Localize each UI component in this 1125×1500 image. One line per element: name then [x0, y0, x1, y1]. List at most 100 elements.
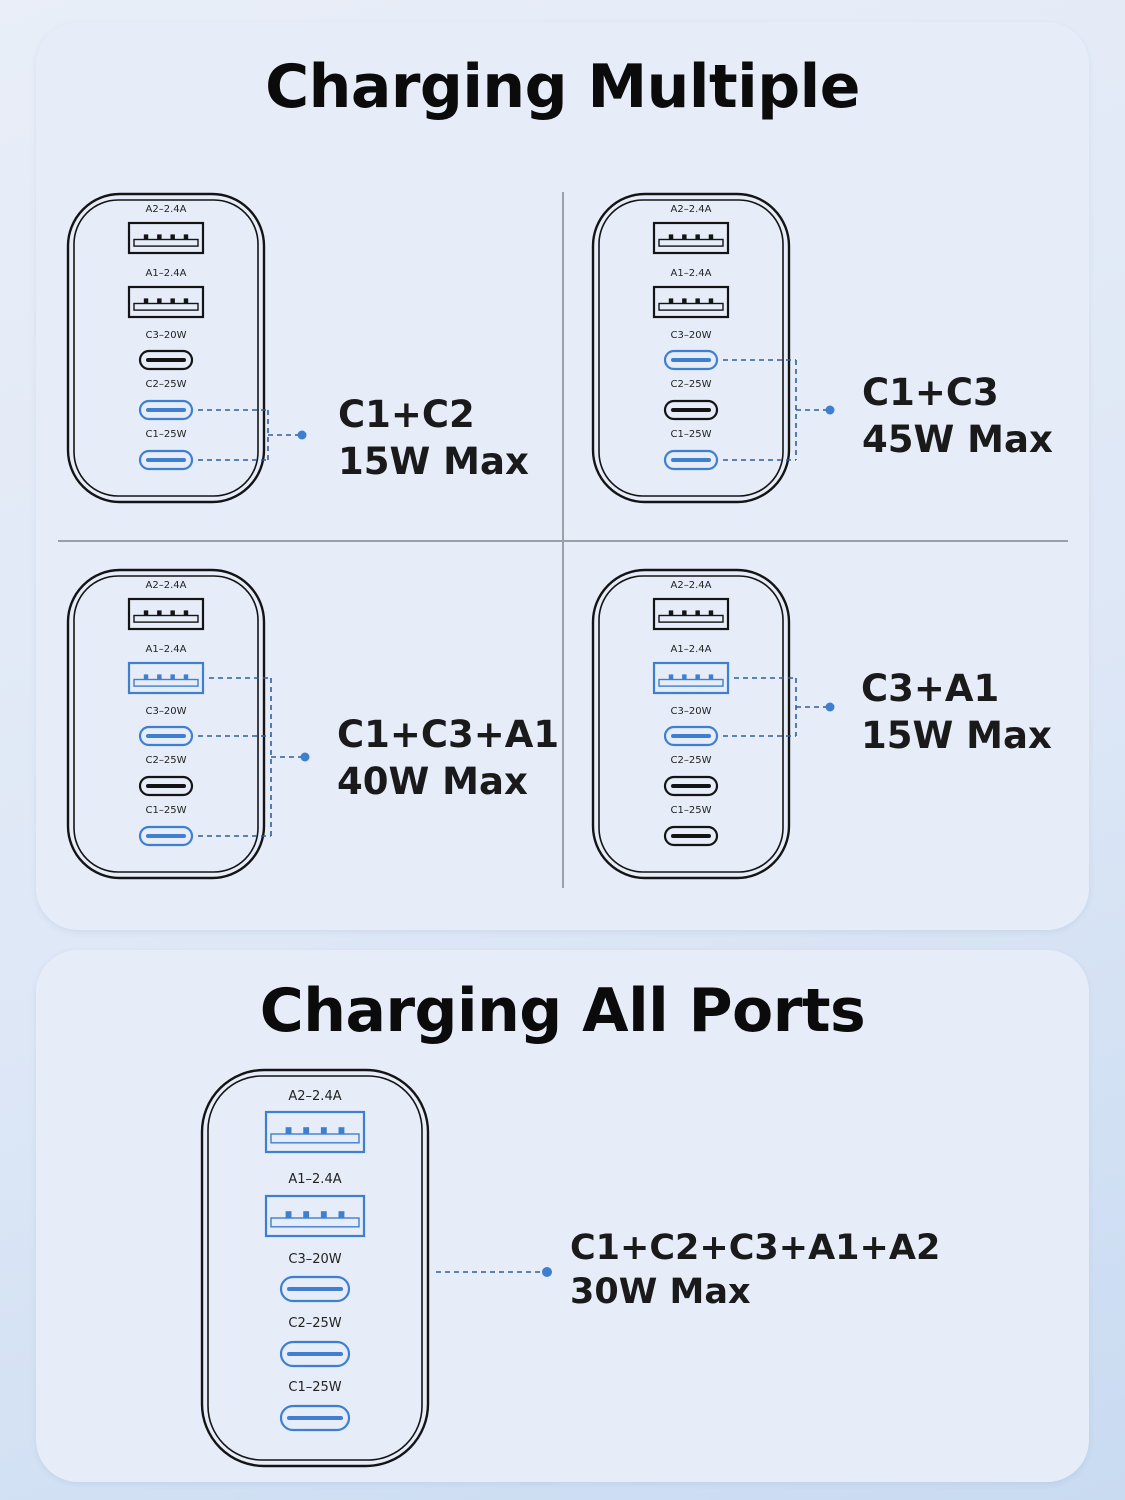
combo-ports: C1+C3 — [862, 371, 999, 414]
usb-c-tongue — [146, 408, 186, 412]
usb-a-tongue — [270, 1217, 360, 1228]
connector-dot — [300, 752, 310, 762]
usb-c-tongue — [671, 358, 711, 362]
combo-ports: C3+A1 — [861, 667, 1000, 710]
usb-a-port-icon — [264, 1194, 366, 1238]
section-title-multiple: Charging Multiple — [265, 52, 860, 122]
usb-c-tongue — [287, 1416, 343, 1420]
usb-c-port-icon — [279, 1340, 351, 1368]
port-label: C2–25W — [288, 1316, 341, 1331]
charger-outer-outline — [591, 192, 791, 504]
charger-inner-outline — [598, 199, 784, 497]
combo-caption-c1-c3-a1: C1+C3+A1 40W Max — [337, 712, 559, 806]
usb-a-port-icon — [652, 597, 730, 631]
usb-a-pin — [695, 610, 700, 616]
usb-a-pin — [708, 234, 714, 240]
combo-ports: C1+C3+A1 — [337, 713, 560, 756]
port-label: C1–25W — [146, 805, 187, 816]
combo-max-power: 45W Max — [862, 417, 1053, 461]
usb-a-pin — [682, 234, 687, 240]
usb-c-port-icon — [279, 1404, 351, 1432]
connector-dot — [825, 702, 835, 712]
port-label: C1–25W — [288, 1380, 341, 1395]
usb-a-pin — [143, 234, 149, 240]
port-label: C2–25W — [146, 755, 187, 766]
combo-caption-c3-a1: C3+A1 15W Max — [861, 666, 1052, 760]
port-label: A2–2.4A — [288, 1089, 341, 1104]
horizontal-divider — [58, 540, 1068, 542]
usb-a-pin — [143, 298, 149, 304]
usb-a-pin — [157, 610, 162, 616]
port-label: C1–25W — [146, 429, 187, 440]
usb-a-pin — [682, 610, 687, 616]
usb-a-tongue — [133, 678, 199, 687]
usb-a-pin — [708, 298, 714, 304]
usb-c-tongue — [671, 834, 711, 838]
combo-max-power: 40W Max — [337, 759, 528, 803]
usb-a-tongue — [133, 614, 199, 623]
usb-c-port-icon — [138, 775, 194, 797]
usb-a-tongue — [270, 1133, 360, 1144]
usb-c-tongue — [287, 1287, 343, 1291]
usb-a-pin — [285, 1211, 292, 1219]
port-label: C3–20W — [146, 330, 187, 341]
combo-ports: C1+C2 — [338, 393, 475, 436]
usb-a-pin — [157, 674, 162, 680]
usb-a-pin — [338, 1127, 345, 1135]
usb-a-pin — [682, 298, 687, 304]
usb-a-pin — [668, 298, 674, 304]
usb-a-pin — [695, 298, 700, 304]
combo-max-power: 15W Max — [861, 713, 1052, 757]
port-label: A2–2.4A — [146, 580, 187, 591]
charger-outer-outline — [66, 568, 266, 880]
usb-a-pin — [338, 1211, 345, 1219]
usb-a-pin — [157, 298, 162, 304]
usb-a-pin — [170, 610, 175, 616]
port-label: A2–2.4A — [671, 580, 712, 591]
port-label: A2–2.4A — [146, 204, 187, 215]
usb-a-pin — [143, 674, 149, 680]
combo-max-power: 15W Max — [338, 439, 529, 483]
port-label: C3–20W — [146, 706, 187, 717]
usb-c-port-icon — [663, 725, 719, 747]
combo-caption-all-ports: C1+C2+C3+A1+A2 30W Max — [570, 1226, 940, 1315]
usb-a-pin — [183, 610, 189, 616]
usb-a-pin — [682, 674, 687, 680]
usb-c-tongue — [671, 408, 711, 412]
connector-dot — [297, 430, 307, 440]
usb-a-pin — [668, 674, 674, 680]
usb-a-pin — [320, 1127, 327, 1135]
usb-a-port-icon — [652, 285, 730, 319]
section-title-all-ports: Charging All Ports — [259, 976, 866, 1046]
usb-a-port-icon — [652, 221, 730, 255]
usb-a-pin — [157, 234, 162, 240]
usb-c-port-icon — [138, 825, 194, 847]
usb-a-pin — [170, 298, 175, 304]
usb-a-tongue — [658, 302, 724, 311]
port-label: A1–2.4A — [671, 644, 712, 655]
port-label: C1–25W — [671, 805, 712, 816]
charger-inner-outline — [73, 199, 259, 497]
charger-outer-outline — [591, 568, 791, 880]
combo-max-power: 30W Max — [570, 1272, 751, 1313]
combo-caption-c1-c2: C1+C2 15W Max — [338, 392, 529, 486]
usb-a-pin — [285, 1127, 292, 1135]
usb-a-pin — [695, 674, 700, 680]
usb-c-port-icon — [663, 825, 719, 847]
usb-a-tongue — [658, 678, 724, 687]
usb-c-tongue — [146, 834, 186, 838]
port-label: C3–20W — [671, 706, 712, 717]
combo-caption-c1-c3: C1+C3 45W Max — [862, 370, 1053, 464]
usb-a-pin — [183, 298, 189, 304]
charger-inner-outline — [73, 575, 259, 873]
usb-c-port-icon — [663, 775, 719, 797]
port-label: C2–25W — [146, 379, 187, 390]
usb-a-pin — [320, 1211, 327, 1219]
usb-c-port-icon — [663, 449, 719, 471]
usb-c-port-icon — [138, 449, 194, 471]
usb-a-tongue — [133, 238, 199, 247]
